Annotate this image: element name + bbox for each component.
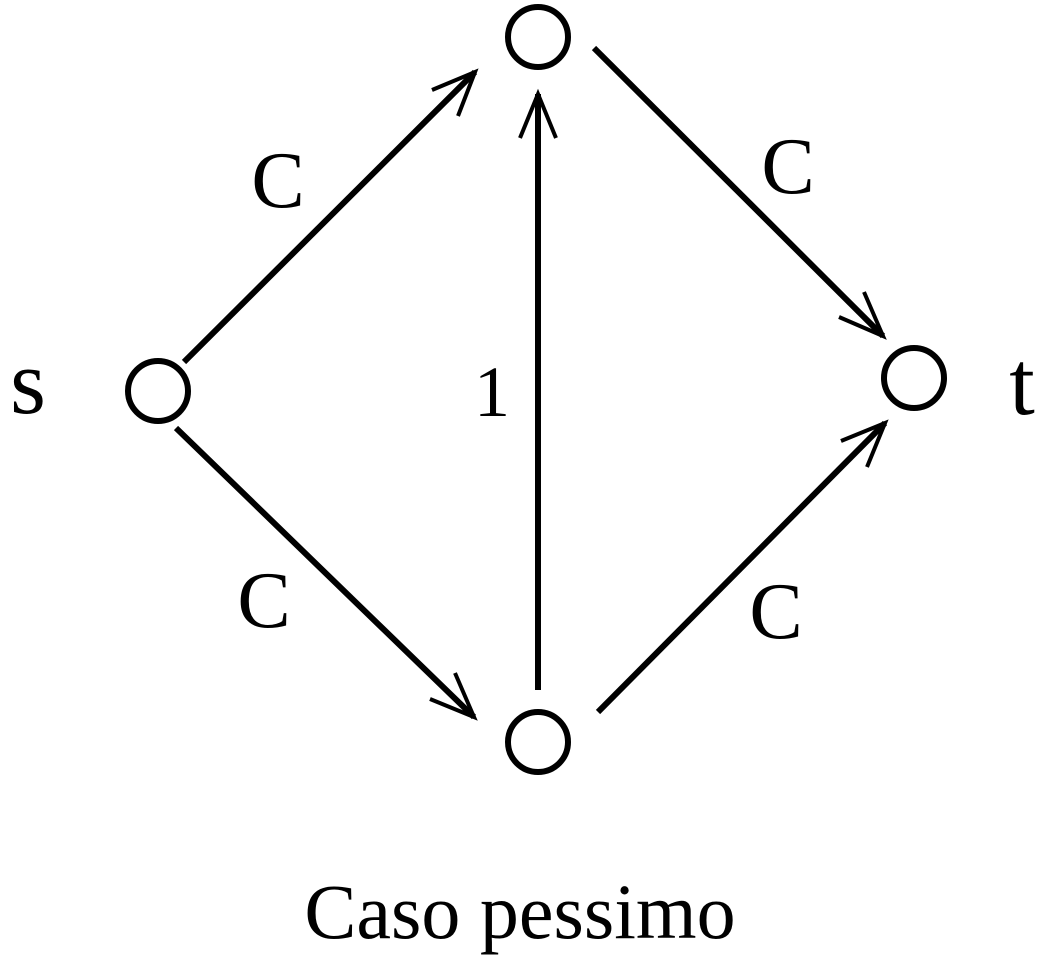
edge-label-s-bottom: C xyxy=(237,557,290,645)
edge-top-t xyxy=(591,45,887,340)
edges xyxy=(173,45,889,721)
node-bottom xyxy=(505,709,571,775)
edge-label-s-top: C xyxy=(251,137,304,225)
node-t xyxy=(881,345,947,411)
nodes xyxy=(125,4,947,775)
node-s xyxy=(125,358,191,424)
diagram-caption: Caso pessimo xyxy=(304,868,735,955)
edge-label-bottom-t: C xyxy=(749,568,802,656)
node-label-t: t xyxy=(1009,332,1035,434)
node-label-s: s xyxy=(10,331,46,433)
edge-label-top-t: C xyxy=(761,123,814,211)
edge-label-bottom-top: 1 xyxy=(474,352,510,432)
edge-s-top xyxy=(181,68,479,365)
edge-bottom-top xyxy=(518,88,558,690)
node-top xyxy=(505,4,571,70)
edge-s-bottom xyxy=(173,425,478,721)
edge-bottom-t xyxy=(595,419,889,715)
